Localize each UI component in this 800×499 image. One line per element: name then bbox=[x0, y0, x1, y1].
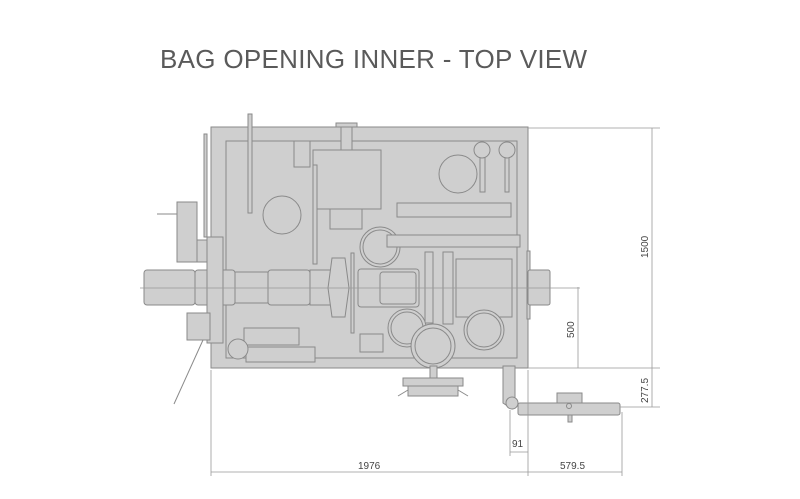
bottom-nozzle bbox=[397, 365, 469, 397]
dim-500: 500 bbox=[566, 321, 577, 338]
dimension-lines bbox=[210, 127, 660, 476]
dim-579-5: 579.5 bbox=[560, 461, 585, 472]
dim-277-5: 277.5 bbox=[640, 378, 651, 403]
dim-1500: 1500 bbox=[640, 235, 651, 258]
swing-table bbox=[502, 365, 621, 423]
left-assembly bbox=[157, 133, 224, 405]
dim-1976: 1976 bbox=[358, 461, 381, 472]
dim-91: 91 bbox=[512, 439, 524, 450]
drawing-title: BAG OPENING INNER - TOP VIEW bbox=[160, 44, 588, 74]
